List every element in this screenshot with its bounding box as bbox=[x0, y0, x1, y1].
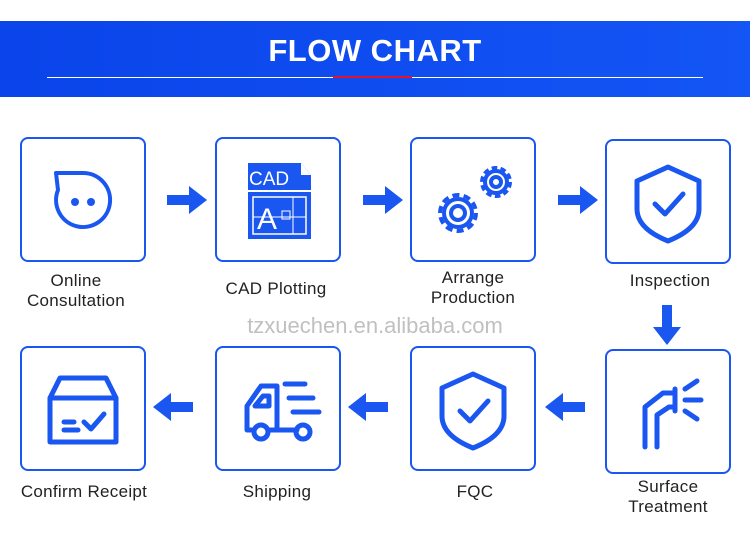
step-surface-treatment bbox=[605, 349, 731, 474]
label-inspection: Inspection bbox=[629, 271, 711, 290]
step-label: Shipping bbox=[192, 482, 362, 502]
spray-pipe-icon bbox=[642, 378, 704, 449]
shield-check-icon bbox=[439, 371, 507, 450]
gears-icon bbox=[438, 165, 512, 233]
step-label: Arrange Production bbox=[388, 268, 558, 308]
step-label: Surface Treatment bbox=[583, 477, 750, 517]
step-online-consultation bbox=[20, 137, 146, 262]
arrow-left-icon bbox=[348, 393, 388, 421]
label-surface-treatment: Surface Treatment bbox=[628, 477, 708, 516]
cad-file-icon: CAD A bbox=[248, 162, 311, 239]
step-label: CAD Plotting bbox=[191, 279, 361, 299]
step-label: Confirm Receipt bbox=[0, 482, 169, 502]
label-cad-plotting: CAD Plotting bbox=[225, 279, 327, 298]
arrow-left-icon bbox=[545, 393, 585, 421]
step-cad-plotting: CAD A bbox=[215, 137, 341, 262]
label-arrange-production: Arrange Production bbox=[430, 268, 516, 307]
package-check-icon bbox=[47, 375, 119, 444]
step-fqc bbox=[410, 346, 536, 471]
label-online-consultation: Online Consultation bbox=[26, 271, 126, 310]
arrow-right-icon bbox=[167, 186, 207, 214]
label-shipping: Shipping bbox=[242, 482, 312, 501]
cad-icon-text: CAD bbox=[249, 169, 289, 190]
label-confirm-receipt: Confirm Receipt bbox=[20, 482, 148, 501]
header-banner: FLOW CHART bbox=[0, 21, 750, 97]
chat-face-icon bbox=[54, 170, 113, 229]
arrow-right-icon bbox=[363, 186, 403, 214]
arrow-down-icon bbox=[653, 305, 681, 345]
step-label: Inspection bbox=[585, 271, 750, 291]
shield-check-icon bbox=[634, 164, 702, 243]
title-underline-accent bbox=[333, 76, 412, 78]
step-arrange-production bbox=[410, 137, 536, 262]
svg-text:A: A bbox=[257, 203, 277, 236]
arrow-left-icon bbox=[153, 393, 193, 421]
step-label: FQC bbox=[390, 482, 560, 502]
watermark: tzxuechen.en.alibaba.com bbox=[247, 313, 503, 338]
delivery-truck-icon bbox=[244, 381, 322, 441]
page-title: FLOW CHART bbox=[268, 33, 482, 68]
step-label: Online Consultation bbox=[0, 271, 161, 311]
step-inspection bbox=[605, 139, 731, 264]
arrow-right-icon bbox=[558, 186, 598, 214]
step-shipping bbox=[215, 346, 341, 471]
label-fqc: FQC bbox=[456, 482, 494, 501]
step-confirm-receipt bbox=[20, 346, 146, 471]
